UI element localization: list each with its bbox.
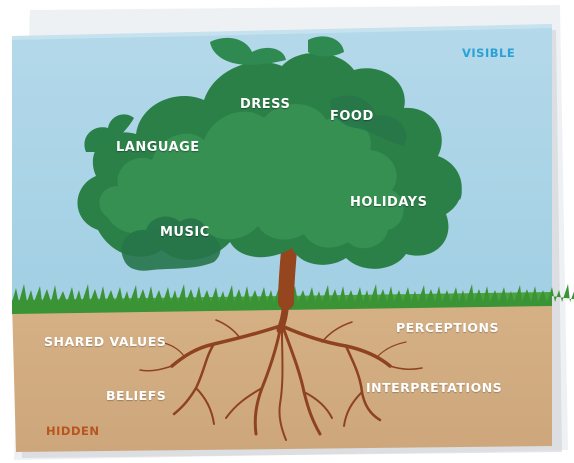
canopy-label-dress: DRESS bbox=[240, 97, 291, 112]
canopy-label-food: FOOD bbox=[330, 109, 374, 124]
root-label-beliefs: BELIEFS bbox=[106, 388, 167, 403]
visible-label: VISIBLE bbox=[462, 46, 516, 60]
root-label-perceptions: PERCEPTIONS bbox=[396, 320, 499, 335]
hidden-label: HIDDEN bbox=[46, 424, 100, 438]
canopy-label-language: LANGUAGE bbox=[116, 140, 200, 155]
tree-canopy bbox=[77, 36, 462, 271]
tree-roots bbox=[139, 296, 423, 441]
root-label-shared-values: SHARED VALUES bbox=[44, 334, 167, 349]
canopy-label-music: MUSIC bbox=[160, 225, 210, 240]
canopy-label-holidays: HOLIDAYS bbox=[350, 195, 428, 210]
root-label-interpretations: INTERPRETATIONS bbox=[366, 380, 503, 395]
poster-edge-highlight bbox=[12, 24, 552, 40]
